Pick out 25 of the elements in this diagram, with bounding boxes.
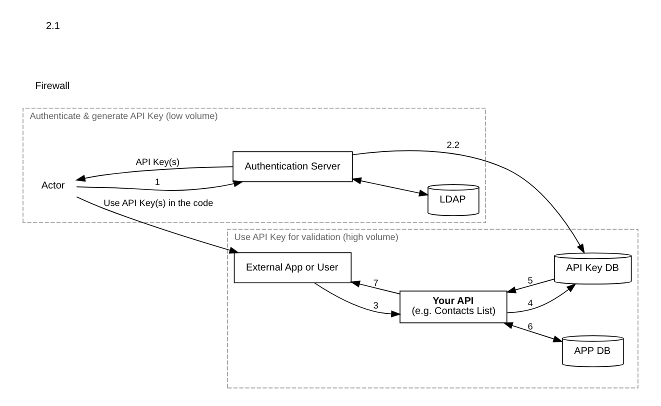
edge-label: 2.2 bbox=[446, 140, 460, 150]
arrow bbox=[506, 283, 576, 314]
label: 2.1 bbox=[46, 20, 60, 32]
arrow bbox=[314, 282, 402, 318]
arrow bbox=[350, 280, 400, 294]
edge-label: Use API Key(s) in the code bbox=[104, 198, 214, 208]
arrow bbox=[506, 278, 555, 294]
arrow bbox=[76, 196, 240, 254]
arrow bbox=[351, 177, 430, 196]
edge-label: 6 bbox=[528, 321, 533, 332]
edge-label: 1 bbox=[154, 176, 160, 187]
arrow bbox=[502, 322, 564, 342]
label: Firewall bbox=[35, 81, 70, 92]
node-box: Authentication Server bbox=[232, 151, 353, 182]
node-box: Your API (e.g. Contacts List) bbox=[400, 290, 508, 324]
arrow bbox=[75, 166, 234, 182]
arrow bbox=[76, 180, 244, 191]
edge-label: 7 bbox=[373, 278, 378, 288]
edge-label: 5 bbox=[528, 275, 533, 286]
edge-label: 3 bbox=[373, 300, 378, 310]
edge-label: 4 bbox=[528, 298, 533, 308]
edge-label: API Key(s) bbox=[136, 156, 180, 167]
arrow bbox=[352, 150, 585, 254]
node-box: External App or User bbox=[234, 252, 352, 284]
node-text: Actor bbox=[41, 180, 65, 192]
